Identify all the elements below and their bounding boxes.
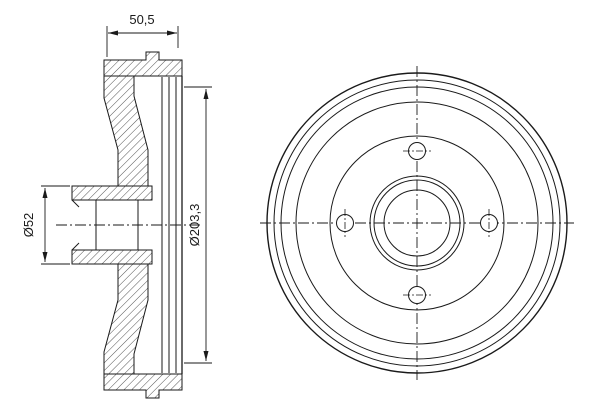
section-view <box>56 51 200 399</box>
web-top-section <box>103 75 149 187</box>
dimension-hub-diameter: Ø52 <box>21 185 70 265</box>
dimension-outer-diameter: Ø203,3 <box>184 86 212 364</box>
web-bottom-section <box>103 263 149 375</box>
friction-surface-circle <box>295 101 539 345</box>
drum-wall-bottom-section <box>103 373 183 399</box>
dim-hub-diameter-label: Ø52 <box>21 213 36 238</box>
dim-outer-diameter-label: Ø203,3 <box>187 204 202 247</box>
hub-bottom-wall-section <box>71 249 153 265</box>
front-view <box>260 66 574 380</box>
bore-chamfer-top <box>71 199 80 208</box>
dimension-depth: 50,5 <box>106 12 179 57</box>
drum-wall-top-section <box>103 51 183 77</box>
dim-depth-label: 50,5 <box>129 12 154 27</box>
hub-top-wall-section <box>71 185 153 201</box>
bore-chamfer-bottom <box>71 242 80 251</box>
